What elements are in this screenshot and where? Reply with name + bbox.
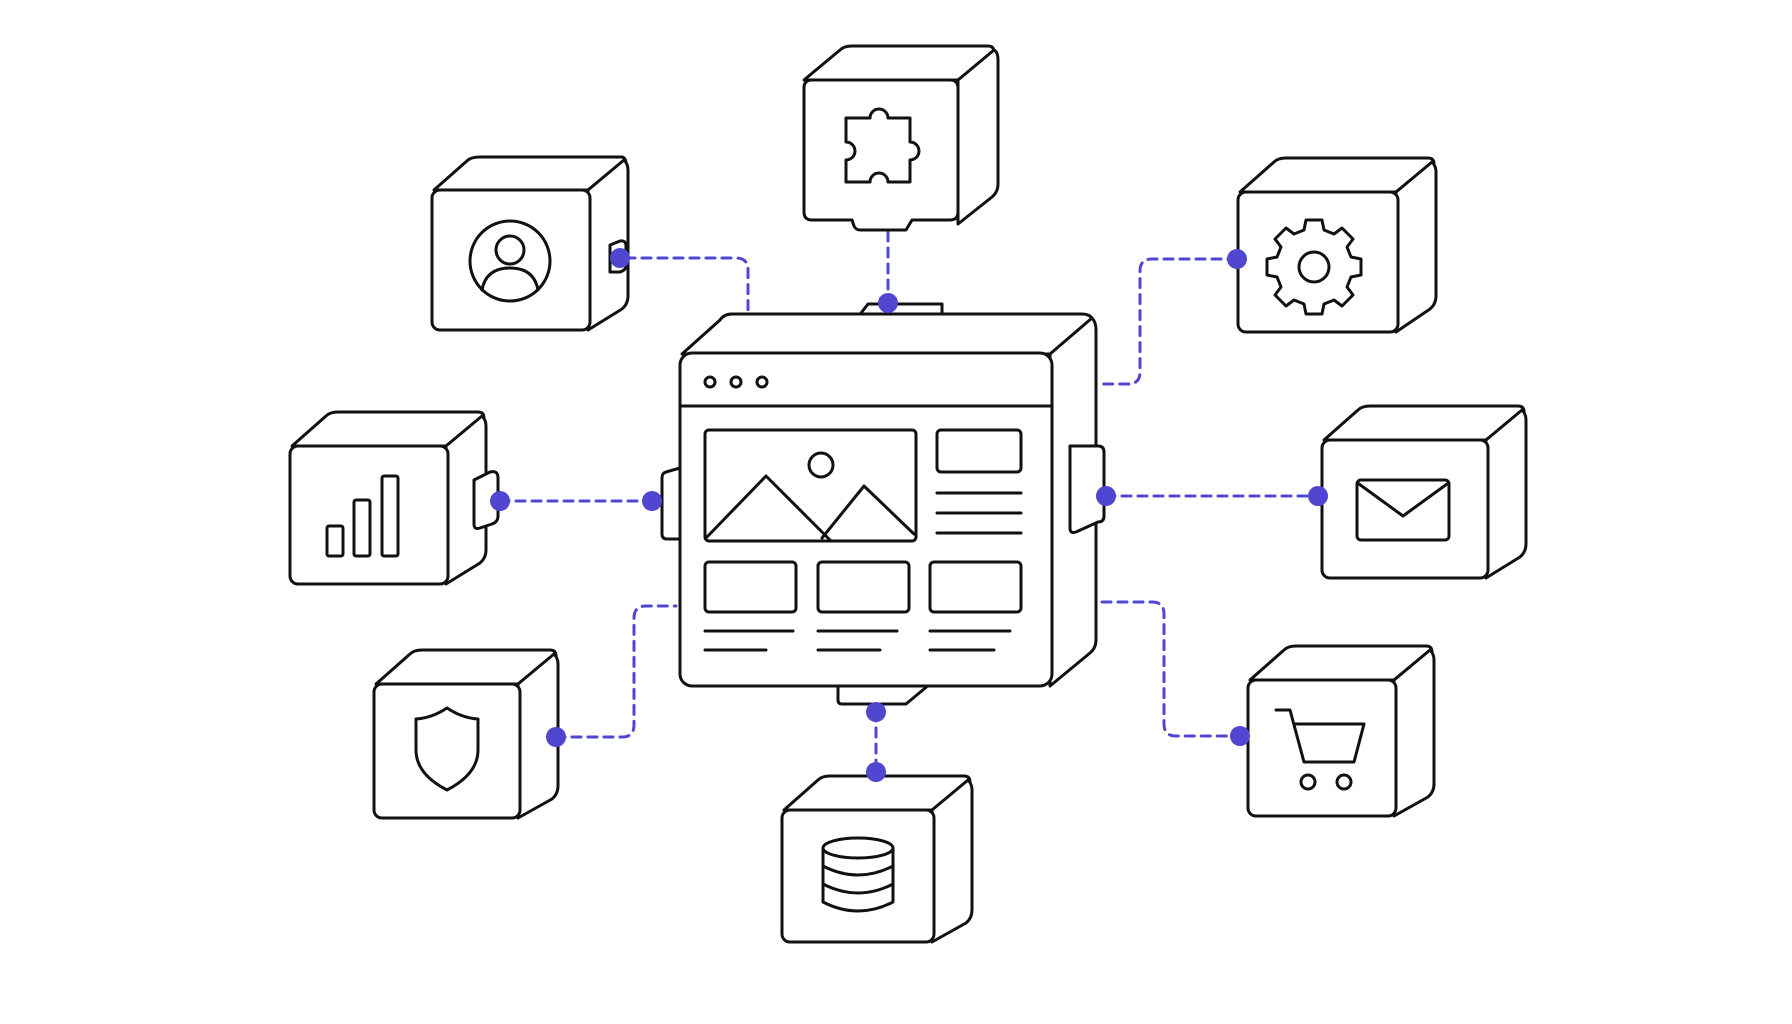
connector-dot	[866, 702, 886, 722]
hub-right-plug	[1068, 444, 1106, 534]
connector-dots	[490, 248, 1328, 782]
hub-depth-top	[680, 312, 1096, 356]
cube-front	[430, 188, 592, 332]
hub-front	[678, 351, 1054, 688]
image-placeholder	[703, 428, 918, 543]
window-dot	[729, 375, 743, 389]
image-mountain-icon	[704, 474, 832, 542]
module-gear	[1236, 156, 1438, 334]
database-icon	[821, 836, 895, 913]
cube-side	[516, 652, 560, 820]
content-card	[703, 560, 798, 614]
connector-dot	[546, 727, 566, 747]
user-profile-icon	[468, 219, 552, 303]
module-chart	[288, 410, 500, 586]
hub-bottom-plug	[836, 682, 932, 706]
connector-user	[624, 256, 750, 314]
cube-side	[444, 414, 488, 586]
image-mountain-icon	[820, 484, 916, 540]
module-user	[430, 155, 630, 332]
connector-dot	[866, 762, 886, 782]
hub-browser	[660, 302, 1106, 706]
cube-side	[1484, 408, 1528, 580]
connector-dot	[642, 491, 662, 511]
cube-front	[372, 682, 522, 820]
connector-dot	[610, 248, 630, 268]
connector-dot	[1230, 726, 1250, 746]
module-puzzle	[802, 44, 1000, 232]
connector-cart	[1100, 600, 1242, 738]
shield-icon	[414, 706, 480, 792]
cube-side	[586, 158, 630, 332]
hub-left-plug	[660, 466, 682, 541]
connector-dot	[1227, 249, 1247, 269]
connector-gear	[1100, 257, 1239, 386]
content-card	[928, 560, 1023, 614]
connector-dot	[878, 293, 898, 313]
connector-dot	[1096, 486, 1116, 506]
cube-side	[930, 778, 974, 944]
cube-connector-tab	[472, 470, 500, 530]
bar-chart-icon	[325, 474, 400, 558]
cube-side	[1392, 648, 1436, 818]
window-dot	[755, 375, 769, 389]
module-envelope	[1320, 404, 1528, 580]
connector-dot	[1308, 486, 1328, 506]
puzzle-piece-icon	[844, 107, 921, 184]
connector-shield	[554, 604, 678, 739]
cube-front	[1246, 678, 1398, 818]
cube-front	[1320, 438, 1490, 580]
connector-dot	[490, 491, 510, 511]
window-dot	[703, 375, 717, 389]
shopping-cart-icon	[1274, 708, 1366, 791]
content-card	[816, 560, 911, 614]
cube-side	[956, 48, 1000, 226]
gear-icon	[1265, 218, 1363, 316]
module-cart	[1246, 644, 1436, 818]
cube-front	[802, 78, 960, 232]
image-sun-icon	[807, 451, 835, 479]
cube-side	[1394, 160, 1438, 334]
cube-front	[1236, 190, 1400, 334]
module-database	[780, 774, 974, 944]
envelope-icon	[1355, 478, 1451, 542]
content-block	[935, 428, 1023, 474]
module-shield	[372, 648, 560, 820]
